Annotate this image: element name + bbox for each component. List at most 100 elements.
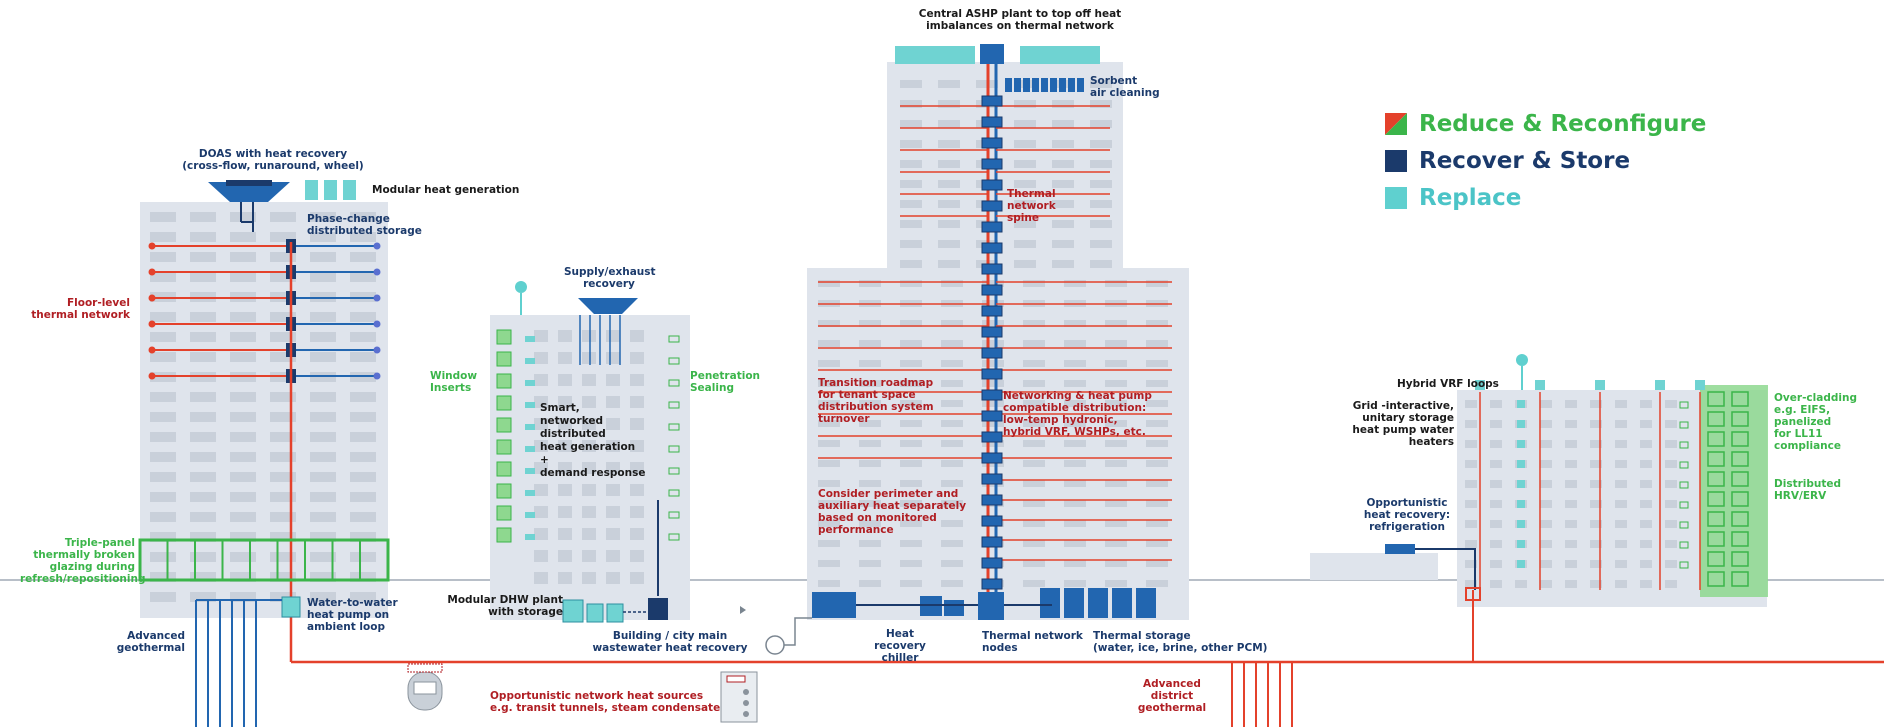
- window: [1540, 520, 1552, 528]
- window: [900, 400, 922, 407]
- window: [1590, 580, 1602, 588]
- window: [1540, 540, 1552, 548]
- window: [1640, 460, 1652, 468]
- window: [1490, 440, 1502, 448]
- window: [1090, 220, 1112, 228]
- cladding-panel: [1707, 571, 1725, 587]
- sorbent-module: [1050, 78, 1057, 92]
- supply-exhaust-unit: [578, 298, 638, 314]
- window: [582, 550, 596, 562]
- thermal-node: [981, 536, 1003, 548]
- window: [1090, 140, 1112, 148]
- window: [1490, 580, 1502, 588]
- window: [1064, 580, 1086, 587]
- window: [938, 100, 960, 108]
- window: [350, 532, 376, 542]
- window: [1465, 400, 1477, 408]
- window: [1146, 360, 1168, 367]
- window: [818, 440, 840, 447]
- window: [1146, 340, 1168, 347]
- heat-gen-unit: [525, 424, 535, 430]
- window: [859, 380, 881, 387]
- window: [938, 180, 960, 188]
- heat-recovery-chiller-unit: [812, 592, 856, 618]
- window: [1023, 340, 1045, 347]
- window: [150, 572, 176, 582]
- hrv-unit: [1679, 421, 1689, 429]
- central-tower-upper: [887, 62, 1123, 280]
- window: [582, 396, 596, 408]
- window: [1023, 440, 1045, 447]
- window: [606, 528, 620, 540]
- window: [941, 580, 963, 587]
- label-opportunistic-refrig: Opportunistic heat recovery: refrigerati…: [1363, 497, 1451, 533]
- window: [150, 592, 176, 602]
- cladding-panel: [1707, 471, 1725, 487]
- window: [1615, 420, 1627, 428]
- window: [1064, 360, 1086, 367]
- window: [900, 280, 922, 287]
- label-floor-level: Floor-level thermal network: [31, 297, 130, 321]
- window: [941, 340, 963, 347]
- window: [1465, 560, 1477, 568]
- window: [1105, 440, 1127, 447]
- window: [606, 352, 620, 364]
- window: [859, 280, 881, 287]
- window: [630, 396, 644, 408]
- window: [1490, 400, 1502, 408]
- window: [1640, 440, 1652, 448]
- window: [818, 480, 840, 487]
- window: [941, 320, 963, 327]
- window: [350, 512, 376, 522]
- window: [190, 472, 216, 482]
- window: [982, 380, 1004, 387]
- window: [818, 360, 840, 367]
- window: [1490, 520, 1502, 528]
- hpwh-unit: [1517, 460, 1525, 468]
- window: [1565, 400, 1577, 408]
- window: [230, 232, 256, 242]
- window: [606, 572, 620, 584]
- pipe-end: [373, 346, 381, 354]
- window: [1052, 120, 1074, 128]
- window: [630, 352, 644, 364]
- window: [1023, 500, 1045, 507]
- label-networking: Networking & heat pump compatible distri…: [1003, 390, 1152, 438]
- window: [150, 352, 176, 362]
- window: [1665, 460, 1677, 468]
- window: [230, 512, 256, 522]
- legend-replace-label: Replace: [1419, 185, 1522, 211]
- vrf-unit: [1535, 380, 1545, 390]
- window: [1023, 580, 1045, 587]
- window: [900, 200, 922, 208]
- window: [1146, 520, 1168, 527]
- window: [534, 440, 548, 452]
- window: [350, 412, 376, 422]
- window: [350, 332, 376, 342]
- window: [941, 380, 963, 387]
- window: [1590, 460, 1602, 468]
- window: [350, 272, 376, 282]
- window: [941, 460, 963, 467]
- label-modular-heat: Modular heat generation: [372, 184, 520, 196]
- window: [1064, 280, 1086, 287]
- window: [230, 492, 256, 502]
- label-sorbent: Sorbent air cleaning: [1090, 75, 1160, 99]
- window: [1465, 500, 1477, 508]
- sorbent-module: [1005, 78, 1012, 92]
- thermal-node: [981, 347, 1003, 359]
- window: [310, 352, 336, 362]
- thermal-node: [981, 368, 1003, 380]
- over-cladding-panel: [1700, 385, 1768, 597]
- window: [941, 540, 963, 547]
- window: [558, 440, 572, 452]
- sorbent-module: [1032, 78, 1039, 92]
- window: [1023, 400, 1045, 407]
- window: [818, 400, 840, 407]
- antenna-icon-right: [1516, 354, 1528, 366]
- triple-panel-glazing: [138, 538, 390, 582]
- pipe-end: [148, 320, 156, 328]
- window: [558, 550, 572, 562]
- window: [350, 592, 376, 602]
- window: [1146, 440, 1168, 447]
